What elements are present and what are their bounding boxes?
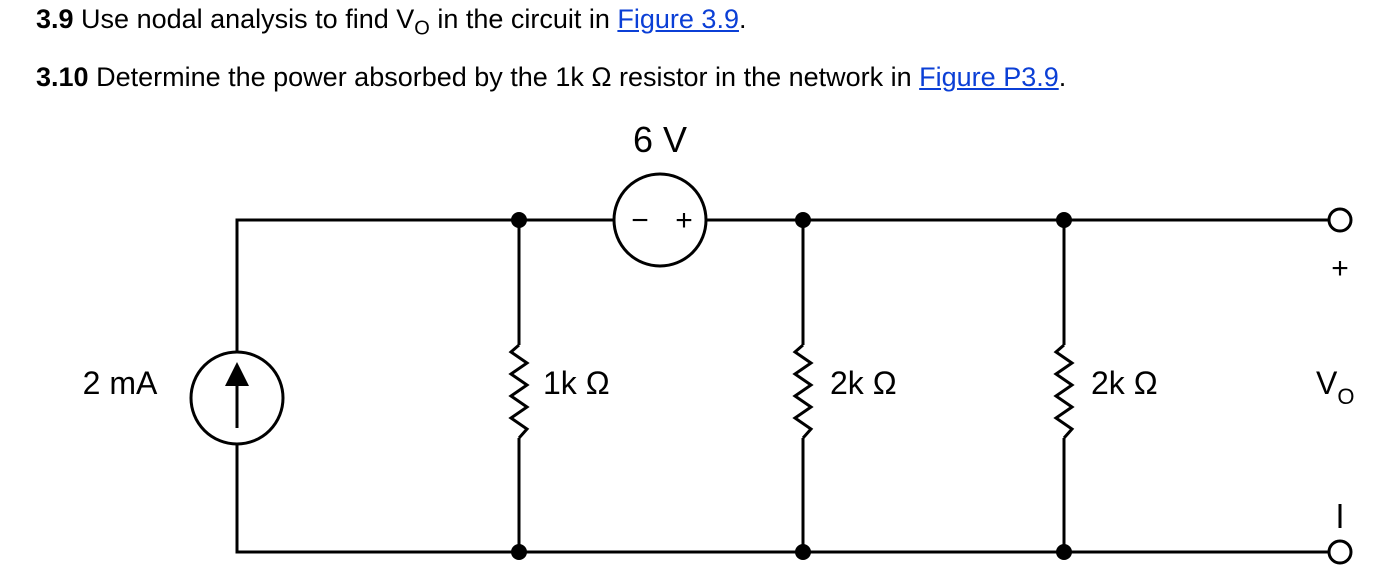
problem-text: Use nodal analysis to find V	[73, 4, 415, 34]
problem-3-9: 3.9 Use nodal analysis to find VO in the…	[36, 4, 746, 40]
junction-dots	[511, 212, 1072, 560]
output-label-subscript: O	[1337, 384, 1354, 409]
problem-3-10: 3.10 Determine the power absorbed by the…	[36, 62, 1066, 93]
voltage-source-minus: −	[631, 204, 649, 237]
bottom-wire	[235, 420, 1328, 554]
problem-number: 3.9	[36, 4, 74, 34]
voltage-source-circle	[612, 172, 708, 268]
output-label-v: V	[1316, 365, 1338, 401]
figure-link-p3-9[interactable]: Figure P3.9	[919, 62, 1059, 92]
output-terminal-bottom	[1327, 539, 1353, 565]
problem-text: Determine the power absorbed by the 1k Ω…	[88, 62, 920, 92]
period: .	[1058, 62, 1067, 92]
current-source-label: 2 mA	[83, 365, 158, 401]
problem-number: 3.10	[36, 62, 89, 92]
resistor-1k-zigzag	[508, 343, 530, 439]
resistor-2k-a-zigzag	[792, 343, 814, 439]
output-plus: +	[1331, 252, 1349, 285]
problem-text-after: in the circuit in	[429, 4, 618, 34]
junction-dot	[795, 212, 811, 228]
resistor-2k-b-zigzag	[1053, 343, 1075, 439]
junction-dot	[511, 212, 527, 228]
top-wire-left	[235, 218, 614, 375]
junction-dot	[511, 544, 527, 560]
period: .	[738, 4, 747, 34]
resistor-2k-b-label: 2k Ω	[1091, 365, 1158, 401]
output-label: VO	[1316, 365, 1354, 409]
wires	[235, 218, 1328, 554]
problem-subscript: O	[414, 17, 430, 40]
resistor-1k-label: 1k Ω	[543, 365, 610, 401]
junction-dot	[1056, 544, 1072, 560]
figure-link-3-9[interactable]: Figure 3.9	[617, 4, 739, 34]
junction-dot	[795, 544, 811, 560]
arrow-up-icon	[225, 362, 249, 428]
junction-dot	[1056, 212, 1072, 228]
voltage-source-label: 6 V	[633, 119, 687, 160]
voltage-source-plus: +	[675, 204, 693, 237]
output-terminal-top	[1327, 207, 1353, 233]
resistor-2k-a-label: 2k Ω	[830, 365, 897, 401]
